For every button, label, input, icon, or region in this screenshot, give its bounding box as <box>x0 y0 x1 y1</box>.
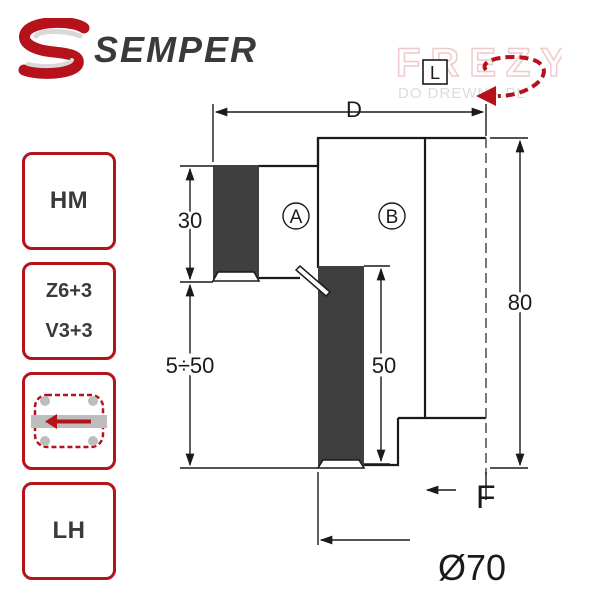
dimension-50 <box>364 265 390 465</box>
semper-logo: SEMPER <box>18 18 258 79</box>
feed-badge <box>22 372 116 470</box>
rotation-indicator: L <box>422 54 546 106</box>
rotation-label: L <box>430 63 440 83</box>
hand-label: LH <box>52 517 86 544</box>
teeth-line-2: V3+3 <box>45 320 93 342</box>
dimension-f-label: F <box>476 479 496 515</box>
lower-cutter <box>316 266 366 469</box>
dimension-80 <box>490 137 528 469</box>
dimension-range <box>180 283 318 469</box>
dimension-bore <box>317 472 410 545</box>
dimension-d <box>212 104 487 162</box>
dimension-30 <box>180 165 213 283</box>
semper-logo-mark <box>18 18 90 79</box>
teeth-line-1: Z6+3 <box>45 280 93 302</box>
teeth-badge: Z6+3 V3+3 <box>22 262 116 360</box>
dimension-80-label: 80 <box>508 290 532 315</box>
dimension-50-label: 50 <box>372 353 396 378</box>
feed-direction-icon <box>31 393 107 449</box>
dimension-bore-label: Ø70 <box>438 547 506 588</box>
material-label: HM <box>49 187 89 214</box>
dimension-range-label: 5÷50 <box>166 353 215 378</box>
hand-badge: LH <box>22 482 116 580</box>
dimension-d-label: D <box>346 97 362 122</box>
dimension-f <box>425 472 487 500</box>
cutter-body-outline <box>258 136 486 467</box>
label-b: B <box>386 207 399 228</box>
upper-cutter <box>211 165 261 282</box>
chip-breaker <box>294 264 332 298</box>
label-b-marker: B <box>378 202 406 230</box>
dimension-30-label: 30 <box>178 208 202 233</box>
label-a: A <box>290 207 303 228</box>
label-a-marker: A <box>282 202 310 230</box>
rotation-arrow-icon <box>476 54 546 106</box>
material-badge: HM <box>22 152 116 250</box>
brand-wordmark: SEMPER <box>94 29 258 70</box>
